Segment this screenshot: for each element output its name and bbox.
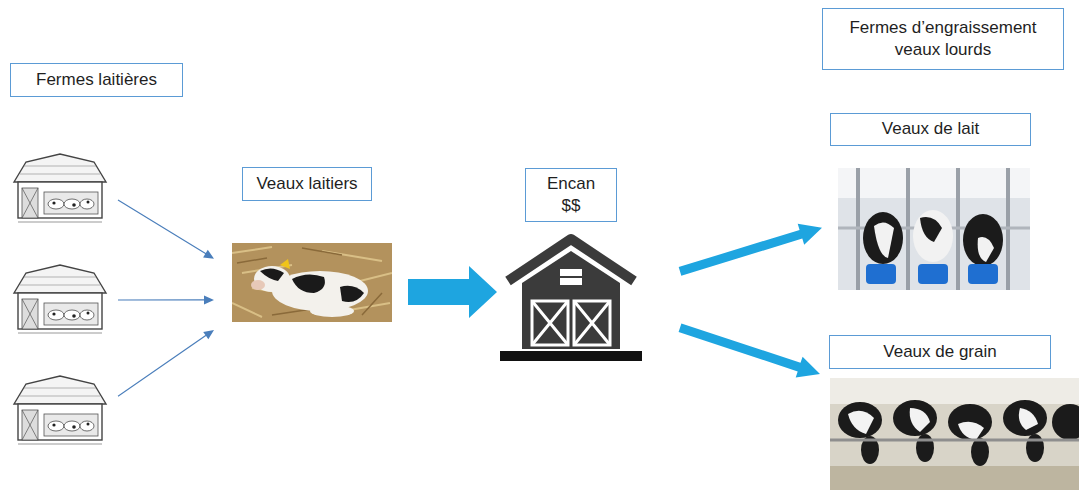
barn-sketch (8, 263, 112, 337)
auction-barn-icon (500, 233, 642, 361)
node-label: Veaux laitiers (256, 173, 357, 195)
flow-arrow (118, 295, 214, 304)
node-label: Fermes d’engraissement veaux lourds (833, 17, 1053, 61)
label-box: Veaux laitiers (242, 167, 372, 201)
node-label: Encan $$ (541, 173, 601, 217)
label-box: Veaux de lait (830, 113, 1031, 146)
grain-calf-photo (830, 378, 1079, 490)
block-arrow (679, 323, 820, 377)
barn-sketch (8, 374, 112, 448)
node-label: Fermes laitières (36, 69, 157, 91)
veal-stall-photo (838, 168, 1030, 290)
label-box: Veaux de grain (829, 335, 1051, 369)
block-arrow (408, 266, 497, 318)
block-arrow (679, 224, 822, 276)
barn-sketch (8, 152, 112, 226)
calf-photo (232, 243, 392, 322)
node-label: Veaux de lait (882, 118, 979, 140)
label-box: Encan $$ (525, 168, 617, 222)
header-box: Fermes d’engraissement veaux lourds (822, 8, 1064, 70)
node-label: Veaux de grain (883, 341, 996, 363)
label-box: Fermes laitières (10, 63, 183, 97)
flow-arrow (118, 330, 214, 397)
flow-arrow (118, 200, 214, 259)
